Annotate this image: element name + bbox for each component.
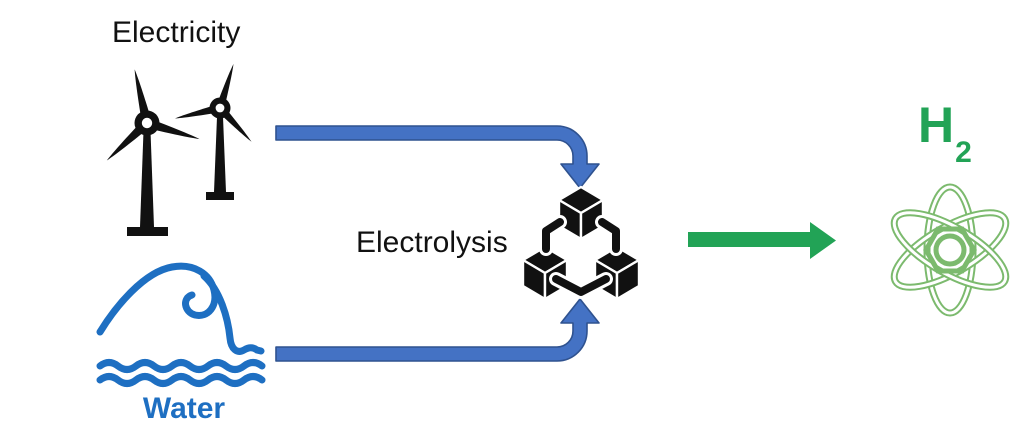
arrow-electricity-to-electrolysis xyxy=(275,125,600,189)
linked-cubes-icon xyxy=(521,185,641,301)
arrow-water-to-electrolysis xyxy=(275,298,600,362)
h2-label-main: H xyxy=(918,97,955,153)
electrolysis-label: Electrolysis xyxy=(356,226,508,259)
arrow-electrolysis-to-hydrogen xyxy=(688,222,836,259)
h2-label: H2 xyxy=(918,97,972,168)
wind-turbines-icon xyxy=(103,62,255,236)
water-label: Water xyxy=(142,392,226,425)
h2-label-subscript: 2 xyxy=(955,136,972,169)
electricity-label: Electricity xyxy=(112,16,241,49)
atom-icon xyxy=(890,183,1010,317)
water-wave-icon xyxy=(96,262,266,387)
